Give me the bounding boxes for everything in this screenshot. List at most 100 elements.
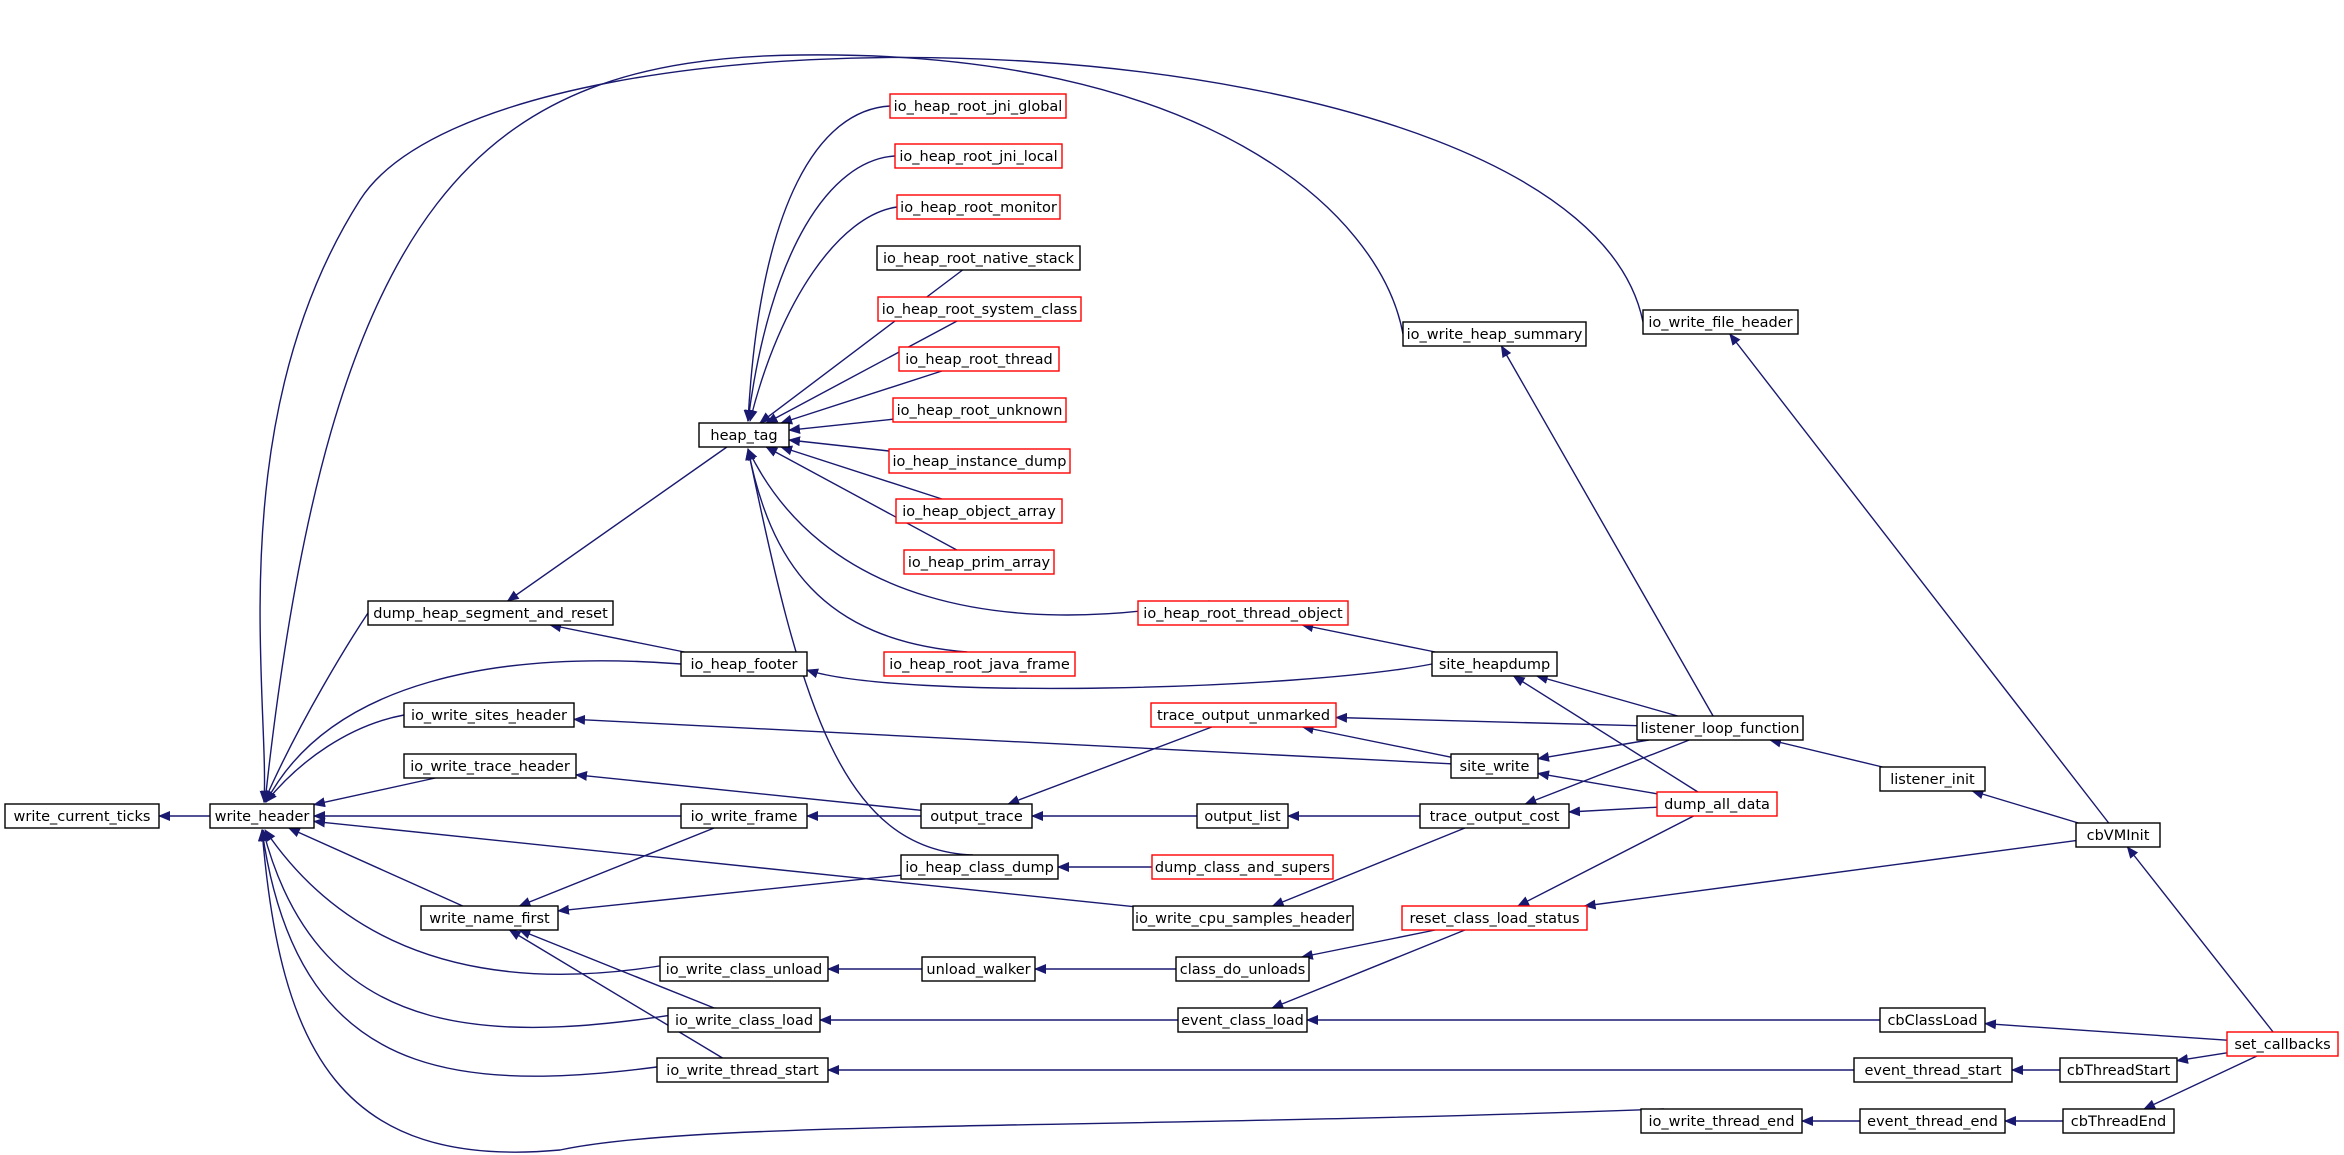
- node-box[interactable]: [1431, 651, 1558, 677]
- node-site_write[interactable]: site_write: [1450, 753, 1539, 779]
- node-box[interactable]: [698, 422, 790, 448]
- node-trace_output_unmarked[interactable]: trace_output_unmarked: [1150, 702, 1337, 728]
- node-box[interactable]: [1150, 702, 1337, 728]
- node-box[interactable]: [2075, 822, 2161, 848]
- node-io_write_thread_end[interactable]: io_write_thread_end: [1640, 1108, 1803, 1134]
- node-event_class_load[interactable]: event_class_load: [1177, 1007, 1308, 1033]
- node-box[interactable]: [1640, 1108, 1803, 1134]
- node-box[interactable]: [659, 956, 829, 982]
- node-dump_class_and_supers[interactable]: dump_class_and_supers: [1151, 854, 1334, 880]
- node-io_write_cpu_samples_header[interactable]: io_write_cpu_samples_header: [1132, 905, 1354, 931]
- node-box[interactable]: [1450, 753, 1539, 779]
- node-set_callbacks[interactable]: set_callbacks: [2226, 1031, 2339, 1057]
- node-io_heap_root_jni_global[interactable]: io_heap_root_jni_global: [889, 93, 1067, 119]
- node-box[interactable]: [403, 753, 577, 779]
- node-io_heap_instance_dump[interactable]: io_heap_instance_dump: [888, 448, 1071, 474]
- node-unload_walker[interactable]: unload_walker: [921, 956, 1036, 982]
- node-cbVMInit[interactable]: cbVMInit: [2075, 822, 2161, 848]
- node-box[interactable]: [656, 1057, 829, 1083]
- node-box[interactable]: [898, 346, 1060, 372]
- node-box[interactable]: [892, 397, 1067, 423]
- node-io_heap_root_jni_local[interactable]: io_heap_root_jni_local: [894, 143, 1063, 169]
- node-io_heap_root_system_class[interactable]: io_heap_root_system_class: [877, 296, 1082, 322]
- node-box[interactable]: [4, 803, 160, 829]
- node-box[interactable]: [903, 549, 1055, 575]
- node-reset_class_load_status[interactable]: reset_class_load_status: [1401, 905, 1588, 931]
- node-io_write_class_unload[interactable]: io_write_class_unload: [659, 956, 829, 982]
- node-box[interactable]: [1636, 715, 1804, 741]
- node-box[interactable]: [1401, 905, 1588, 931]
- node-io_heap_root_unknown[interactable]: io_heap_root_unknown: [892, 397, 1067, 423]
- node-write_current_ticks[interactable]: write_current_ticks: [4, 803, 160, 829]
- node-box[interactable]: [2059, 1057, 2178, 1083]
- node-box[interactable]: [900, 854, 1059, 880]
- node-box[interactable]: [1879, 1007, 1986, 1033]
- node-write_name_first[interactable]: write_name_first: [420, 905, 559, 931]
- node-box[interactable]: [1642, 309, 1799, 335]
- node-io_write_thread_start[interactable]: io_write_thread_start: [656, 1057, 829, 1083]
- node-box[interactable]: [889, 93, 1067, 119]
- node-dump_heap_segment_and_reset[interactable]: dump_heap_segment_and_reset: [367, 600, 614, 626]
- node-box[interactable]: [680, 803, 808, 829]
- node-box[interactable]: [1859, 1108, 2006, 1134]
- node-write_header[interactable]: write_header: [209, 803, 315, 829]
- node-box[interactable]: [1402, 321, 1587, 347]
- node-box[interactable]: [1879, 766, 1986, 792]
- node-output_list[interactable]: output_list: [1196, 803, 1289, 829]
- node-io_heap_class_dump[interactable]: io_heap_class_dump: [900, 854, 1059, 880]
- node-class_do_unloads[interactable]: class_do_unloads: [1175, 956, 1310, 982]
- node-box[interactable]: [920, 803, 1033, 829]
- node-cbThreadStart[interactable]: cbThreadStart: [2059, 1057, 2178, 1083]
- node-box[interactable]: [896, 194, 1061, 220]
- node-io_write_class_load[interactable]: io_write_class_load: [667, 1007, 821, 1033]
- node-box[interactable]: [2226, 1031, 2339, 1057]
- node-box[interactable]: [680, 651, 808, 677]
- node-box[interactable]: [1151, 854, 1334, 880]
- node-box[interactable]: [1853, 1057, 2013, 1083]
- node-box[interactable]: [883, 651, 1076, 677]
- node-trace_output_cost[interactable]: trace_output_cost: [1419, 803, 1570, 829]
- node-io_write_trace_header[interactable]: io_write_trace_header: [403, 753, 577, 779]
- node-box[interactable]: [1177, 1007, 1308, 1033]
- node-dump_all_data[interactable]: dump_all_data: [1656, 791, 1778, 817]
- node-box[interactable]: [1656, 791, 1778, 817]
- node-box[interactable]: [1175, 956, 1310, 982]
- node-box[interactable]: [420, 905, 559, 931]
- node-listener_init[interactable]: listener_init: [1879, 766, 1986, 792]
- node-io_heap_prim_array[interactable]: io_heap_prim_array: [903, 549, 1055, 575]
- node-box[interactable]: [1137, 600, 1349, 626]
- node-io_heap_root_native_stack[interactable]: io_heap_root_native_stack: [876, 245, 1081, 271]
- node-box[interactable]: [403, 702, 575, 728]
- node-box[interactable]: [1419, 803, 1570, 829]
- node-box[interactable]: [367, 600, 614, 626]
- node-io_heap_root_thread_object[interactable]: io_heap_root_thread_object: [1137, 600, 1349, 626]
- node-box[interactable]: [2062, 1108, 2175, 1134]
- node-io_heap_root_java_frame[interactable]: io_heap_root_java_frame: [883, 651, 1076, 677]
- node-box[interactable]: [876, 245, 1081, 271]
- node-box[interactable]: [888, 448, 1071, 474]
- node-io_write_sites_header[interactable]: io_write_sites_header: [403, 702, 575, 728]
- node-heap_tag[interactable]: heap_tag: [698, 422, 790, 448]
- node-io_heap_root_monitor[interactable]: io_heap_root_monitor: [896, 194, 1061, 220]
- node-box[interactable]: [1132, 905, 1354, 931]
- node-cbThreadEnd[interactable]: cbThreadEnd: [2062, 1108, 2175, 1134]
- node-box[interactable]: [895, 498, 1063, 524]
- node-io_write_file_header[interactable]: io_write_file_header: [1642, 309, 1799, 335]
- node-box[interactable]: [667, 1007, 821, 1033]
- node-box[interactable]: [209, 803, 315, 829]
- node-io_heap_object_array[interactable]: io_heap_object_array: [895, 498, 1063, 524]
- node-io_write_frame[interactable]: io_write_frame: [680, 803, 808, 829]
- node-box[interactable]: [894, 143, 1063, 169]
- node-event_thread_end[interactable]: event_thread_end: [1859, 1108, 2006, 1134]
- node-output_trace[interactable]: output_trace: [920, 803, 1033, 829]
- node-box[interactable]: [921, 956, 1036, 982]
- node-event_thread_start[interactable]: event_thread_start: [1853, 1057, 2013, 1083]
- node-listener_loop_function[interactable]: listener_loop_function: [1636, 715, 1804, 741]
- node-box[interactable]: [877, 296, 1082, 322]
- node-site_heapdump[interactable]: site_heapdump: [1431, 651, 1558, 677]
- node-cbClassLoad[interactable]: cbClassLoad: [1879, 1007, 1986, 1033]
- node-io_heap_footer[interactable]: io_heap_footer: [680, 651, 808, 677]
- node-io_write_heap_summary[interactable]: io_write_heap_summary: [1402, 321, 1587, 347]
- node-io_heap_root_thread[interactable]: io_heap_root_thread: [898, 346, 1060, 372]
- node-box[interactable]: [1196, 803, 1289, 829]
